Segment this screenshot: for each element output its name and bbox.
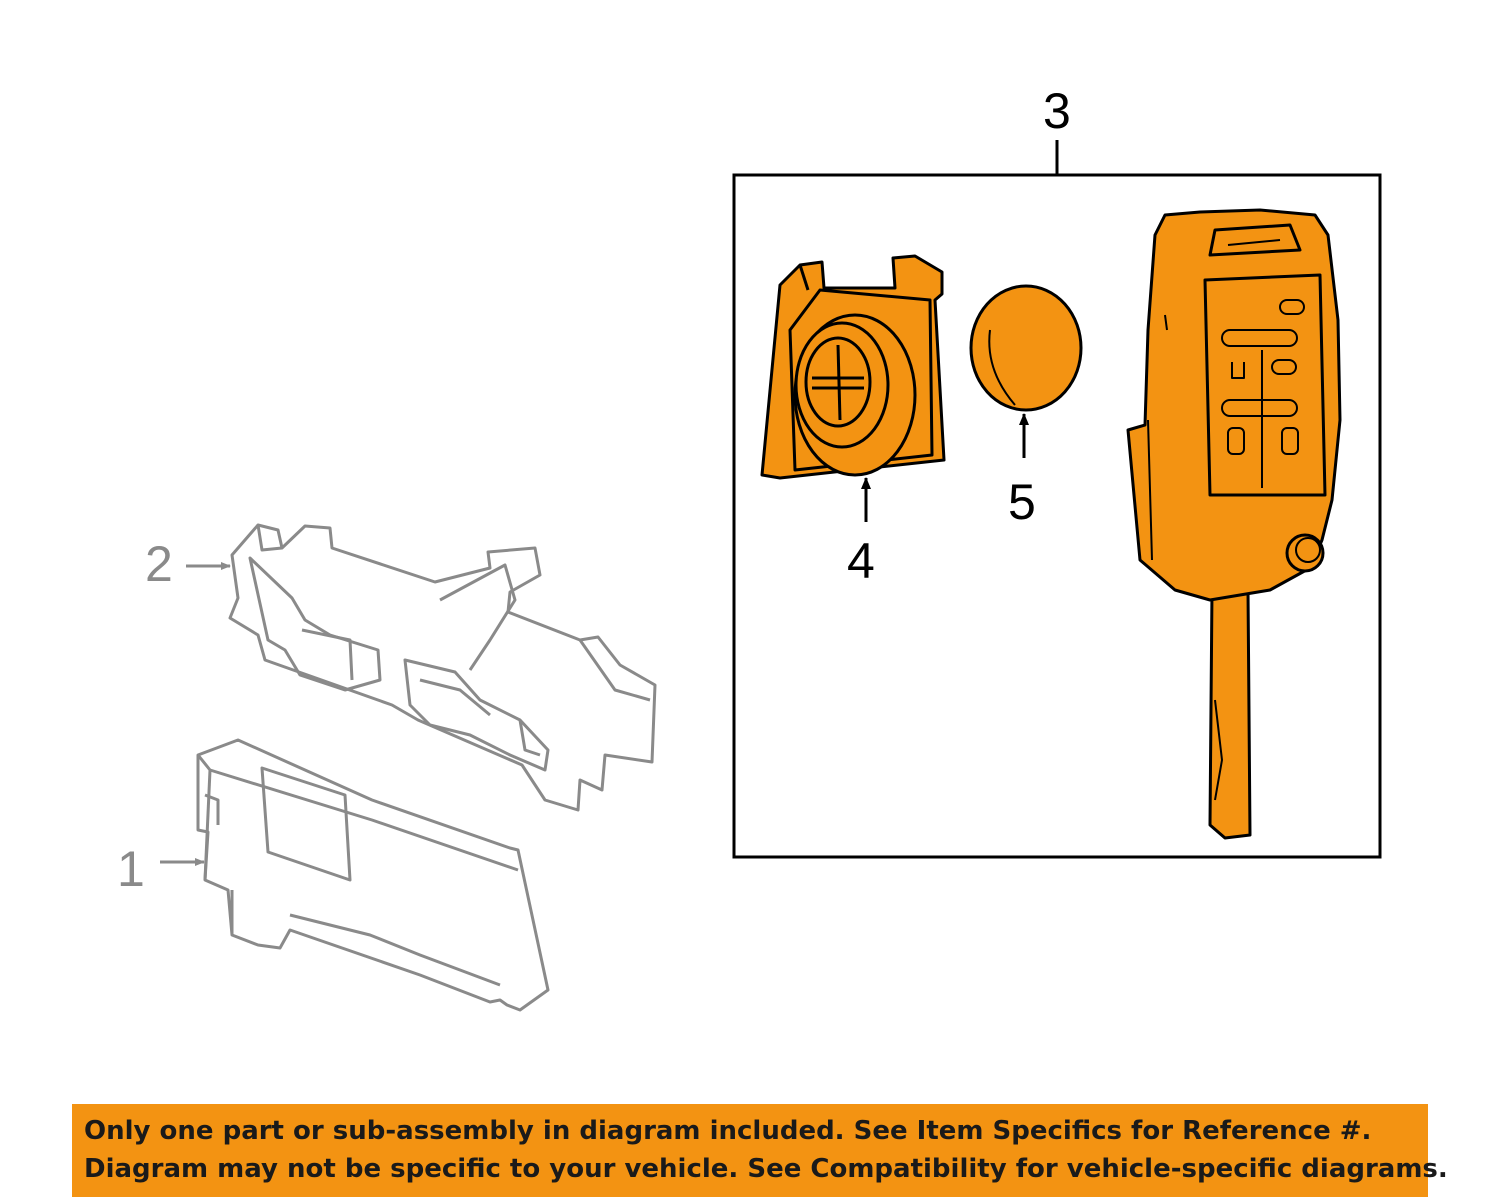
part-3-key-fob: [1126, 208, 1342, 840]
disclaimer-line-2: Diagram may not be specific to your vehi…: [84, 1154, 1448, 1184]
callout-4: 4: [847, 533, 875, 589]
callout-2: 2: [145, 536, 173, 592]
callout-3: 3: [1043, 83, 1071, 139]
disclaimer-banner: Only one part or sub-assembly in diagram…: [72, 1104, 1448, 1197]
callout-5: 5: [1008, 474, 1036, 530]
part-4-housing: [760, 254, 946, 480]
part-5-battery: [969, 284, 1083, 412]
callout-1: 1: [117, 841, 145, 897]
part-2-bracket: [228, 523, 657, 812]
disclaimer-line-1: Only one part or sub-assembly in diagram…: [84, 1116, 1372, 1146]
part-1-module: [196, 738, 550, 1012]
